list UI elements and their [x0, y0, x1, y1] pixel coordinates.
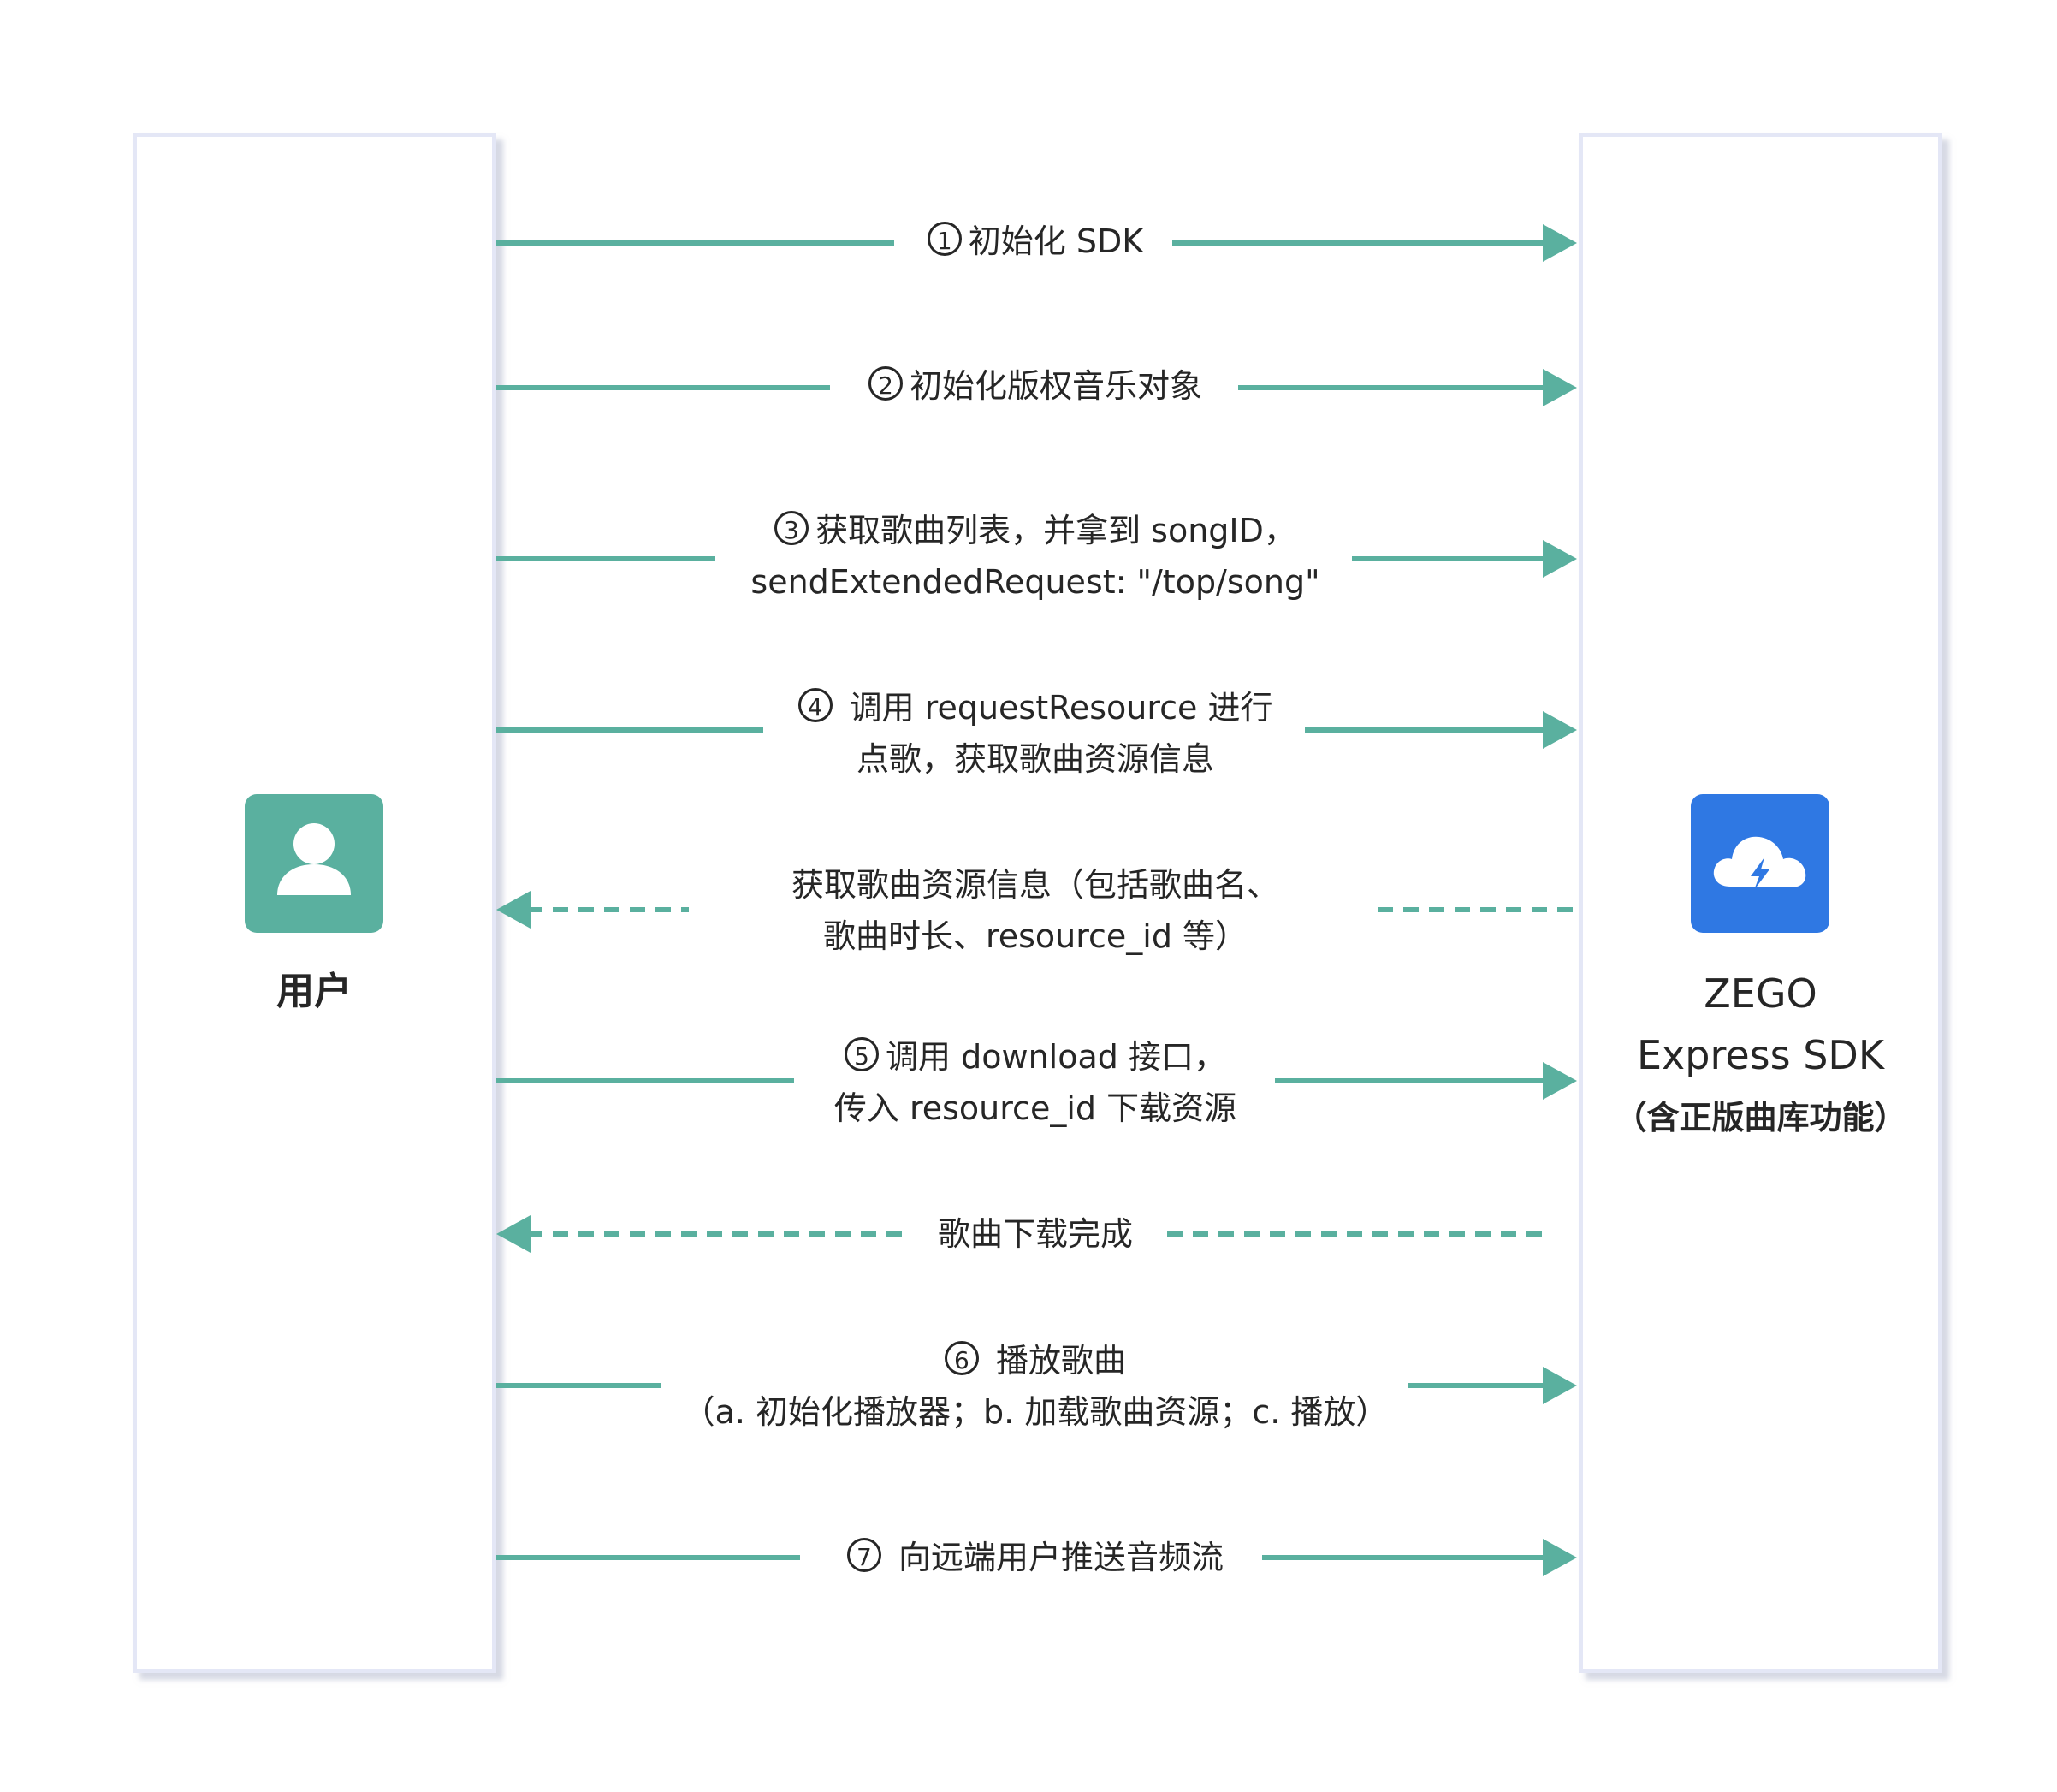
arrowhead-7 — [496, 1215, 531, 1253]
message-label-4: 4 调用 requestResource 进行点歌，获取歌曲资源信息 — [676, 682, 1395, 785]
arrowhead-2 — [1543, 369, 1577, 406]
arrowhead-9 — [1543, 1539, 1577, 1576]
message-line2: （a. 初始化播放器；b. 加载歌曲资源；c. 播放） — [682, 1393, 1389, 1431]
message-text: 向远端用户推送音频流 — [887, 1539, 1224, 1576]
message-line1: 4 调用 requestResource 进行 — [676, 682, 1395, 733]
step-number-badge: 5 — [845, 1037, 880, 1071]
arrowhead-8 — [1543, 1367, 1577, 1404]
step-number-badge: 3 — [774, 511, 809, 545]
message-line2: 点歌，获取歌曲资源信息 — [856, 740, 1214, 778]
message-text: 调用 download 接口， — [886, 1038, 1226, 1076]
arrowhead-4 — [1543, 711, 1577, 749]
step-number-badge: 6 — [944, 1341, 979, 1375]
arrowhead-5 — [496, 891, 531, 929]
step-number-badge: 1 — [927, 222, 962, 256]
message-line1: 获取歌曲资源信息（包括歌曲名、 — [676, 859, 1395, 911]
message-line2: 歌曲时长、resource_id 等） — [822, 917, 1248, 955]
user-label: 用户 — [276, 970, 352, 1013]
sdk-name-line2: Express SDK — [1636, 1032, 1885, 1078]
message-text: 获取歌曲资源信息（包括歌曲名、 — [791, 866, 1279, 904]
arrowhead-1 — [1543, 224, 1577, 262]
message-text: 获取歌曲列表，并拿到 songID， — [815, 512, 1296, 549]
sdk-subtitle: （含正版曲库功能） — [1614, 1099, 1907, 1136]
arrowhead-3 — [1543, 540, 1577, 578]
sdk-name: ZEGO Express SDK — [1587, 963, 1934, 1086]
step-number-badge: 7 — [846, 1538, 881, 1572]
user-icon — [245, 794, 383, 933]
message-line1: 歌曲下载完成 — [676, 1208, 1395, 1260]
message-text: 初始化 SDK — [968, 223, 1144, 260]
arrowhead-6 — [1543, 1062, 1577, 1100]
message-line2: 传入 resource_id 下载资源 — [833, 1089, 1237, 1127]
message-text: 初始化版权音乐对象 — [909, 367, 1202, 405]
message-line1: 6 播放歌曲 — [676, 1335, 1395, 1386]
message-text: 播放歌曲 — [985, 1342, 1127, 1380]
step-number-badge: 2 — [868, 366, 903, 401]
message-line1: 7 向远端用户推送音频流 — [676, 1532, 1395, 1583]
message-text: 歌曲下载完成 — [937, 1215, 1133, 1253]
message-label-7: 歌曲下载完成 — [676, 1208, 1395, 1260]
step-number-badge: 4 — [797, 688, 833, 722]
cloud-lightning-icon — [1691, 794, 1829, 933]
message-text: 调用 requestResource 进行 — [839, 689, 1273, 727]
message-label-9: 7 向远端用户推送音频流 — [676, 1532, 1395, 1583]
message-line2: sendExtendedRequest: "/top/song" — [750, 563, 1320, 601]
message-label-5: 获取歌曲资源信息（包括歌曲名、歌曲时长、resource_id 等） — [676, 859, 1395, 962]
sdk-name-line1: ZEGO — [1704, 970, 1817, 1017]
message-label-8: 6 播放歌曲 （a. 初始化播放器；b. 加载歌曲资源；c. 播放） — [676, 1335, 1395, 1438]
